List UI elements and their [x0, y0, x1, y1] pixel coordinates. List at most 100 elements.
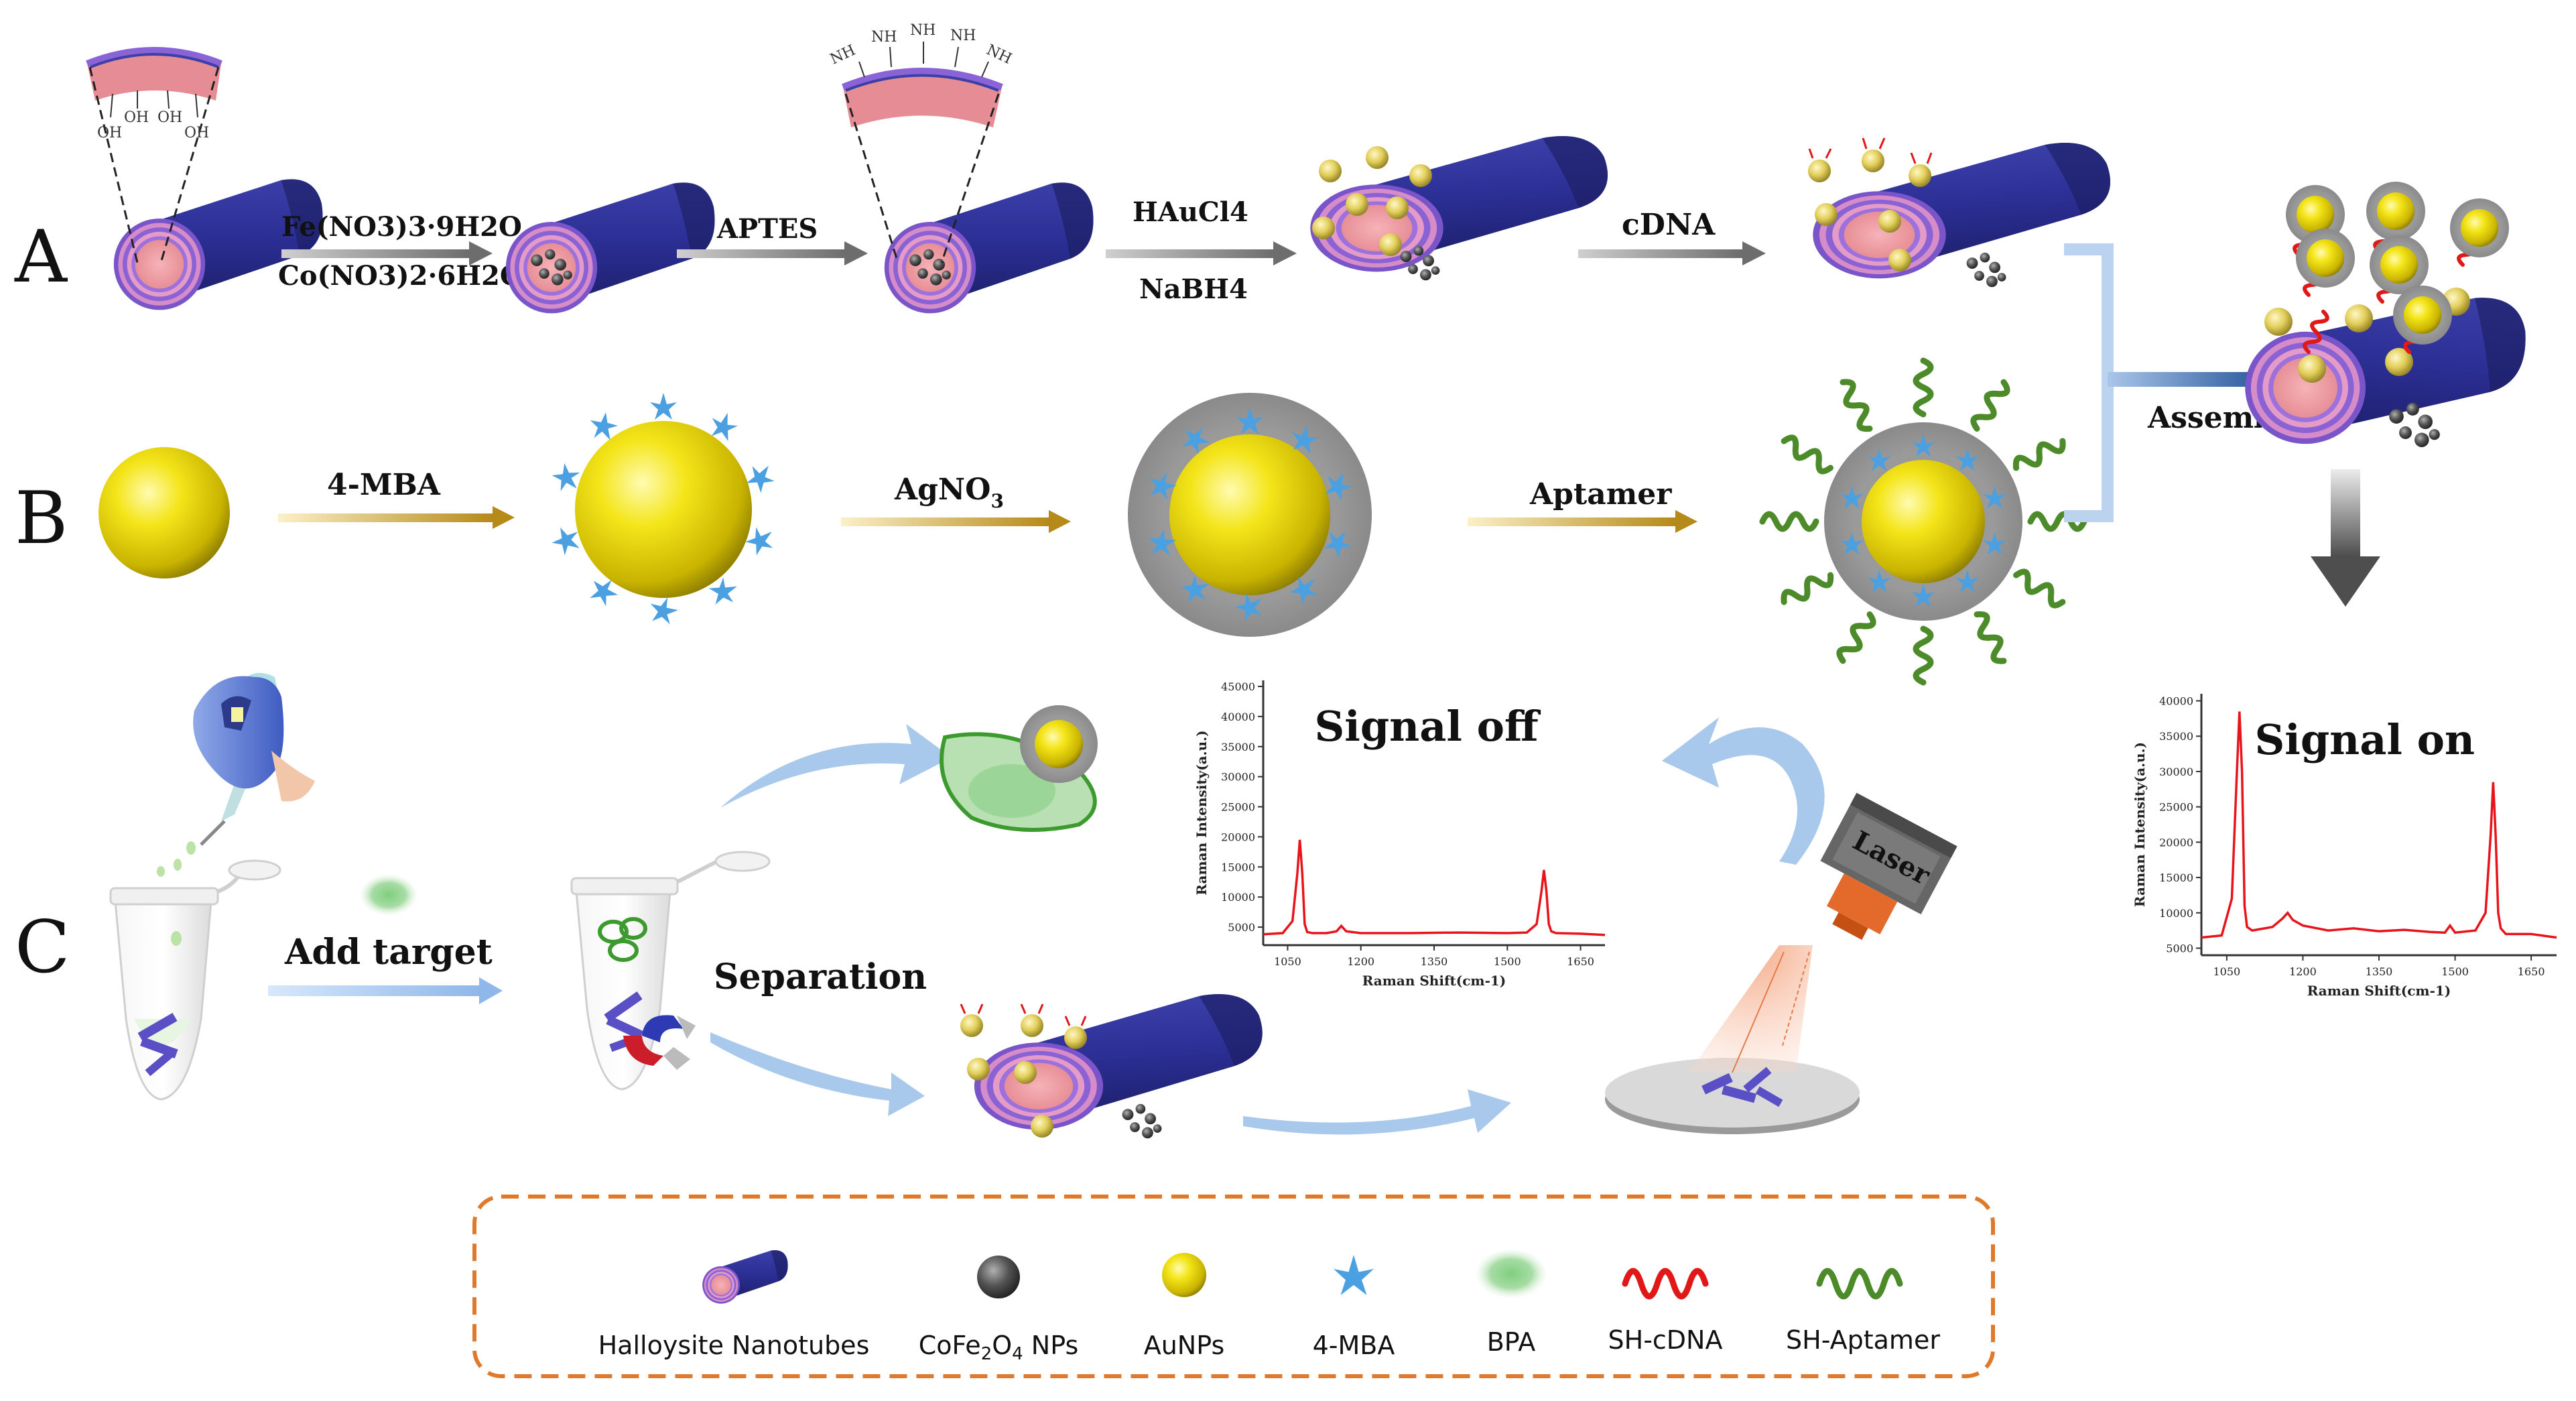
- y-tick-label: 40000: [2159, 695, 2193, 708]
- x-axis-label: Raman Shift(cm-1): [2307, 983, 2451, 999]
- eppendorf-tube-magnet: [570, 851, 771, 1091]
- legend-label-sh-aptamer: SH-Aptamer: [1786, 1325, 1940, 1355]
- aptamer-strand: [2012, 568, 2066, 608]
- x-tick-label: 1350: [1421, 955, 1448, 968]
- y-tick-label: 5000: [1228, 921, 1255, 934]
- x-tick-label: 1500: [1494, 955, 1521, 968]
- y-tick-label: 25000: [2159, 801, 2193, 814]
- nanotube-aunp-decorated: [1299, 133, 1620, 281]
- aptamer-strand: [1970, 379, 2010, 432]
- curved-arrow-up: [720, 724, 952, 808]
- x-tick-label: 1200: [2289, 965, 2317, 978]
- y-tick-label: 20000: [1221, 831, 1255, 843]
- y-tick-label: 30000: [2159, 766, 2193, 778]
- bpa-target: [361, 875, 417, 915]
- arrow-down: [2311, 469, 2380, 607]
- legend-label-cofe2o4: CoFe2O4 NPs: [919, 1331, 1079, 1364]
- curved-arrow-feedback: [1662, 717, 1825, 865]
- x-tick-label: 1050: [2213, 965, 2240, 978]
- raman-chart-signal-off: 5000100001500020000250003000035000400004…: [1194, 680, 1606, 989]
- spectrum-line: [1263, 839, 1606, 936]
- y-tick-label: 10000: [1221, 891, 1255, 904]
- aptamer-strand: [1781, 568, 1834, 608]
- x-tick-label: 1350: [2366, 965, 2393, 978]
- legend-nanotube-icon: [702, 1250, 788, 1304]
- nh-label: NH: [828, 42, 858, 68]
- y-axis-label: Raman Intensity(a.u.): [2132, 742, 2148, 907]
- aptamer-strand: [1916, 629, 1931, 682]
- halloysite-nanotube-raw: OH OH OH OH: [86, 47, 323, 310]
- arrow-c3: [1243, 1089, 1511, 1135]
- arrow-b3: Aptamer: [1468, 477, 1697, 533]
- x-tick-label: 1500: [2441, 965, 2469, 978]
- reagent-4mba: 4-MBA: [327, 468, 441, 502]
- mba-star: [650, 597, 680, 626]
- legend-bpa-icon: [1476, 1250, 1546, 1298]
- bound-probe: [2366, 182, 2425, 241]
- y-tick-label: 35000: [1221, 741, 1255, 753]
- add-target-label: Add target: [284, 932, 493, 973]
- aptamer-strand: [1916, 361, 1931, 414]
- arrow-c2-separation: [710, 1032, 925, 1116]
- legend-label-4mba: 4-MBA: [1313, 1331, 1395, 1360]
- aptamer-strand: [1836, 611, 1876, 664]
- chart-title: Signal on: [2255, 715, 2475, 764]
- y-tick-label: 15000: [1221, 861, 1255, 873]
- aptamer-strand: [2012, 434, 2066, 474]
- y-axis-label: Raman Intensity(a.u.): [1194, 730, 1210, 895]
- arrow-a3: HAuCl4 NaBH4: [1106, 196, 1297, 305]
- halloysite-nanotube-cofe2o4: [505, 182, 715, 314]
- bound-probe: [2370, 235, 2429, 294]
- reagent-haucl4: HAuCl4: [1133, 196, 1248, 228]
- chart-title: Signal off: [1315, 702, 1541, 751]
- arrow-a1: Fe(NO3)3·9H2O Co(NO3)2·6H2O: [278, 211, 523, 292]
- y-tick-label: 25000: [1221, 801, 1255, 814]
- mba-star: [650, 393, 677, 420]
- arrow-b1: 4-MBA: [278, 468, 515, 529]
- reagent-nabh4: NaBH4: [1139, 273, 1248, 305]
- x-axis-label: Raman Shift(cm-1): [1362, 973, 1506, 989]
- y-tick-label: 10000: [2159, 907, 2193, 920]
- arrow-a4: cDNA: [1578, 208, 1766, 265]
- aptamer-strand: [1970, 611, 2010, 664]
- reagent-cdna: cDNA: [1622, 208, 1716, 242]
- oh-label: OH: [124, 109, 149, 126]
- nh-label: NH: [910, 22, 936, 39]
- row-label-b: B: [15, 477, 68, 560]
- assembled-complex: [2240, 182, 2530, 461]
- y-tick-label: 5000: [2166, 942, 2193, 955]
- spectrum-line: [2201, 711, 2557, 939]
- pipette-hand: [157, 672, 315, 877]
- aptamer-strand: [1762, 514, 1816, 529]
- oh-label: OH: [184, 125, 209, 141]
- y-tick-label: 20000: [2159, 836, 2193, 849]
- reagent-agno3: AgNO3: [894, 473, 1004, 512]
- aptamer-probe: [1762, 361, 2084, 682]
- row-label-a: A: [14, 215, 68, 299]
- reagent-co-nitrate: Co(NO3)2·6H2O: [278, 260, 523, 292]
- reagent-aptes: APTES: [716, 213, 818, 245]
- legend-sh-aptamer-icon: [1816, 1268, 1903, 1300]
- legend-label-halloysite: Halloysite Nanotubes: [598, 1331, 870, 1360]
- reagent-fe-nitrate: Fe(NO3)3·9H2O: [281, 211, 522, 243]
- nanotube-separated: [960, 991, 1274, 1139]
- nh-label: NH: [984, 42, 1014, 68]
- laser-head: Laser: [1820, 792, 1957, 940]
- au-ag-core-shell: [1128, 393, 1372, 637]
- oh-label: OH: [157, 109, 182, 126]
- legend-aunp-icon: [1162, 1253, 1206, 1297]
- y-tick-label: 45000: [1221, 680, 1255, 693]
- arrow-c1: [268, 977, 503, 1004]
- x-tick-label: 1650: [1567, 955, 1594, 968]
- row-label-c: C: [15, 906, 70, 989]
- legend-label-sh-cdna: SH-cDNA: [1608, 1325, 1723, 1355]
- separation-label: Separation: [714, 957, 927, 997]
- nh-label: NH: [871, 29, 897, 46]
- bound-probe: [2450, 198, 2509, 257]
- nanotube-cdna-functionalized: [1802, 137, 2122, 288]
- bpa-probe-complex: [940, 705, 1098, 832]
- legend-4mba-icon: [1334, 1255, 1374, 1295]
- arrow-b2: AgNO3: [841, 473, 1071, 533]
